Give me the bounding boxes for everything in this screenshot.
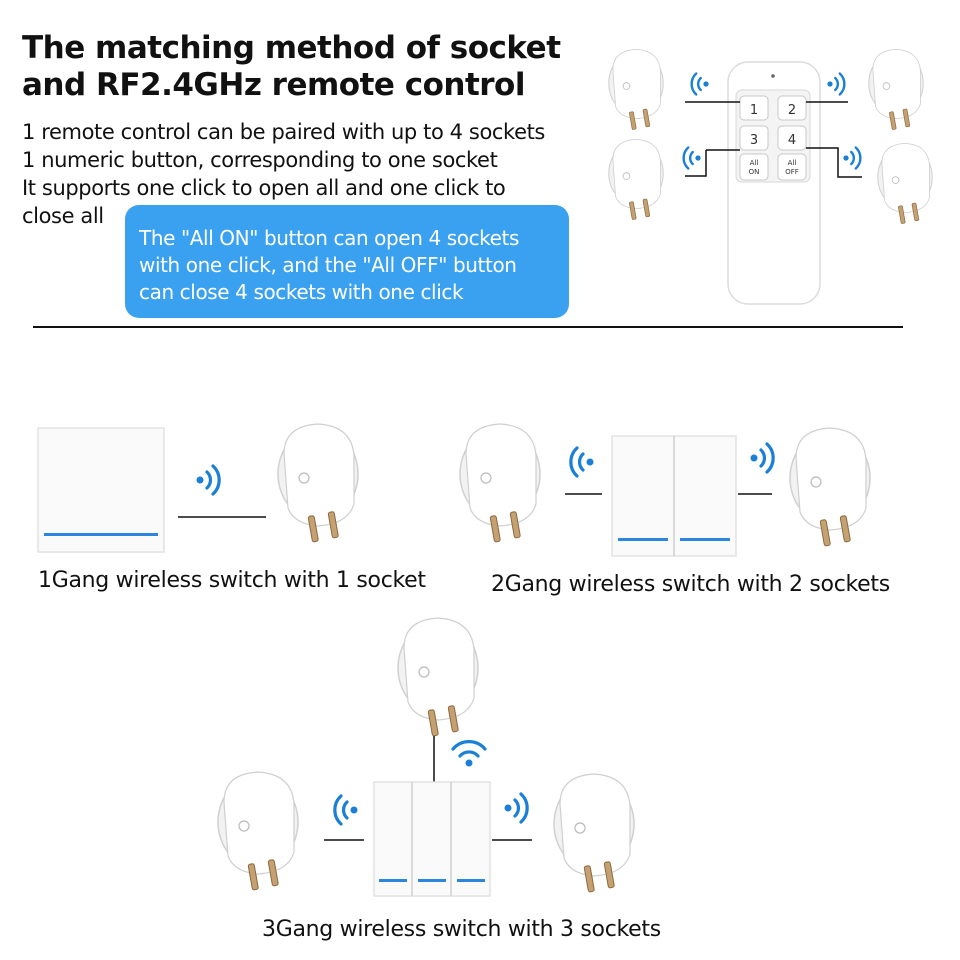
three-gang-switch xyxy=(373,781,491,897)
one-gang-switch xyxy=(37,427,165,553)
description-line-4: close all xyxy=(22,204,104,228)
remote-button-2 xyxy=(777,95,807,121)
description-line-3: It supports one click to open all and on… xyxy=(22,176,506,200)
description-line-2: 1 numeric button, corresponding to one s… xyxy=(22,148,498,172)
three-gang-socket-left xyxy=(217,771,299,891)
remote-control: 1 2 3 4 All ON All OFF xyxy=(727,61,821,305)
three-gang-socket-top xyxy=(397,617,479,737)
three-gang-socket-right xyxy=(553,773,635,893)
two-gang-socket-right xyxy=(789,427,871,547)
remote-label-all-on-top: All xyxy=(750,159,759,167)
caption-three-gang: 3Gang wireless switch with 3 sockets xyxy=(262,917,661,942)
three-gang-signal-icon-top xyxy=(451,740,487,767)
caption-two-gang: 2Gang wireless switch with 2 sockets xyxy=(491,572,890,597)
two-gang-signal-icon-left xyxy=(569,446,596,478)
remote-label-all-off-bottom: OFF xyxy=(785,168,799,176)
one-gang-signal-icon xyxy=(194,464,221,496)
remote-label-1: 1 xyxy=(750,103,758,118)
two-gang-signal-icon-right xyxy=(748,442,775,474)
remote-label-2: 2 xyxy=(788,103,796,118)
description-line-1: 1 remote control can be paired with up t… xyxy=(22,120,545,144)
two-gang-socket-left xyxy=(459,423,541,543)
remote-label-3: 3 xyxy=(750,133,758,148)
remote-button-3 xyxy=(739,125,769,151)
three-gang-signal-icon-left xyxy=(333,794,360,826)
callout-line-1: The "All ON" button can open 4 sockets xyxy=(139,226,520,250)
caption-one-gang: 1Gang wireless switch with 1 socket xyxy=(38,568,426,593)
remote-button-4 xyxy=(777,125,807,151)
title-line-2: and RF2.4GHz remote control xyxy=(22,67,525,103)
two-gang-switch xyxy=(611,435,737,557)
remote-button-all-on xyxy=(739,153,769,181)
callout-line-2: with one click, and the "All OFF" button xyxy=(139,253,517,277)
remote-label-all-on-bottom: ON xyxy=(749,168,760,176)
remote-label-4: 4 xyxy=(788,133,796,148)
remote-label-all-off-top: All xyxy=(788,159,797,167)
three-gang-signal-icon-right xyxy=(502,792,529,824)
title-line-1: The matching method of socket xyxy=(22,30,561,66)
remote-button-1 xyxy=(739,95,769,121)
remote-connector-lines xyxy=(685,101,862,178)
all-on-off-callout: The "All ON" button can open 4 sockets w… xyxy=(125,205,569,318)
one-gang-socket xyxy=(277,423,359,543)
section-divider xyxy=(33,326,903,328)
description: 1 remote control can be paired with up t… xyxy=(22,118,582,230)
callout-line-3: can close 4 sockets with one click xyxy=(139,280,464,304)
remote-button-all-off xyxy=(777,153,807,181)
page-title: The matching method of socket and RF2.4G… xyxy=(22,30,582,104)
